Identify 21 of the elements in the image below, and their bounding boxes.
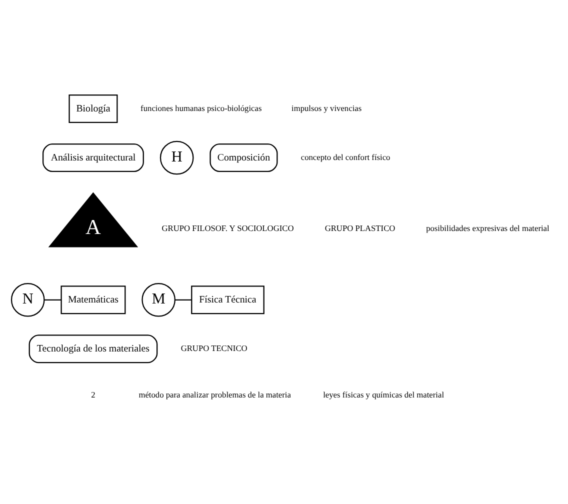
node-box: Matemáticas: [60, 286, 126, 314]
label: GRUPO FILOSOF. Y SOCIOLOGICO: [162, 224, 294, 233]
label: GRUPO TECNICO: [180, 344, 248, 354]
label: posibilidades expresivas del material: [426, 224, 550, 233]
node-box: Biología: [68, 94, 118, 123]
label: funciones humanas psico-biológicas: [140, 104, 262, 113]
node-box: Análisis arquitectural: [42, 144, 144, 172]
node-circle: H: [160, 140, 194, 175]
label: GRUPO PLASTICO: [324, 224, 396, 233]
label: 2: [91, 390, 96, 400]
label: método para analizar problemas de la materia: [138, 390, 291, 400]
node-box: Física Técnica: [191, 286, 264, 314]
label: leyes físicas y químicas del material: [323, 390, 444, 400]
label: impulsos y vivencias: [292, 104, 362, 113]
connector: [44, 299, 62, 300]
node-box: Tecnología de los materiales: [28, 334, 158, 364]
node-circle: N: [10, 282, 45, 317]
label: concepto del confort físico: [300, 152, 390, 162]
node-circle: M: [142, 282, 176, 317]
node-box: Composición: [210, 144, 278, 172]
connector: [175, 299, 192, 300]
